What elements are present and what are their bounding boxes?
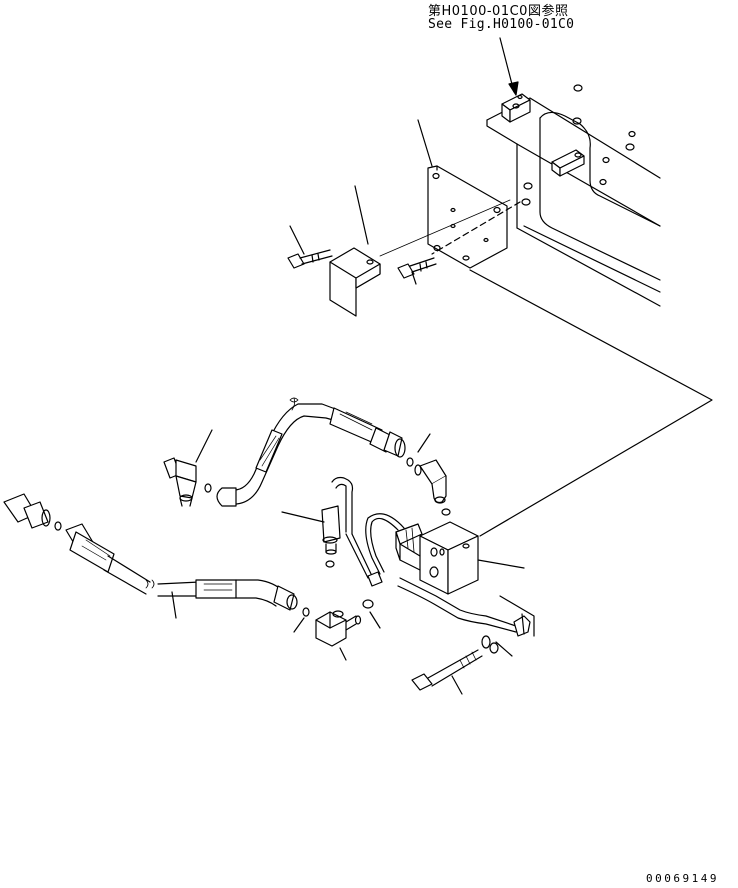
frame-clip	[551, 149, 585, 177]
alignment-dashes	[379, 199, 521, 257]
lower-hose	[3, 493, 298, 611]
leader-oring-valve	[369, 611, 381, 629]
long-bolt	[411, 649, 483, 691]
leader-tee-lower	[339, 647, 347, 661]
upper-hose	[216, 397, 406, 507]
leader-lines-top	[289, 119, 433, 285]
reference-arrow	[499, 37, 519, 96]
tee-fitting-lower	[302, 607, 362, 647]
solenoid-valve-block	[365, 513, 479, 595]
leader-washers	[495, 641, 513, 657]
leader-elbow	[417, 433, 431, 453]
leader-oring-lower	[293, 617, 305, 633]
plate-bolt	[397, 257, 437, 279]
l-bracket	[329, 247, 381, 317]
leader-sensor	[281, 511, 325, 523]
bracket-bolt	[287, 249, 333, 269]
leader-valve-to-plate	[469, 269, 713, 537]
elbow-fitting	[406, 457, 447, 504]
wire-harness	[397, 577, 535, 637]
pressure-sensor	[321, 476, 383, 587]
drawing-number: 00069149	[646, 872, 719, 885]
leader-tee-left	[195, 429, 213, 463]
o-ring-valve	[362, 599, 374, 609]
washers	[481, 635, 499, 654]
mounting-plate	[427, 165, 508, 269]
frame-structure	[486, 84, 661, 307]
frame-bracket	[501, 93, 531, 123]
o-ring-upper	[441, 508, 451, 516]
leader-valve	[477, 559, 525, 569]
leader-long-bolt	[451, 675, 463, 695]
figure-reference-japanese: 第H0100-01C0図参照	[428, 4, 569, 19]
tee-fitting-left	[163, 457, 212, 507]
figure-reference-english: See Fig.H0100-01C0	[428, 17, 575, 32]
frame-bolts	[521, 182, 533, 206]
leader-lower-hose	[171, 591, 177, 619]
